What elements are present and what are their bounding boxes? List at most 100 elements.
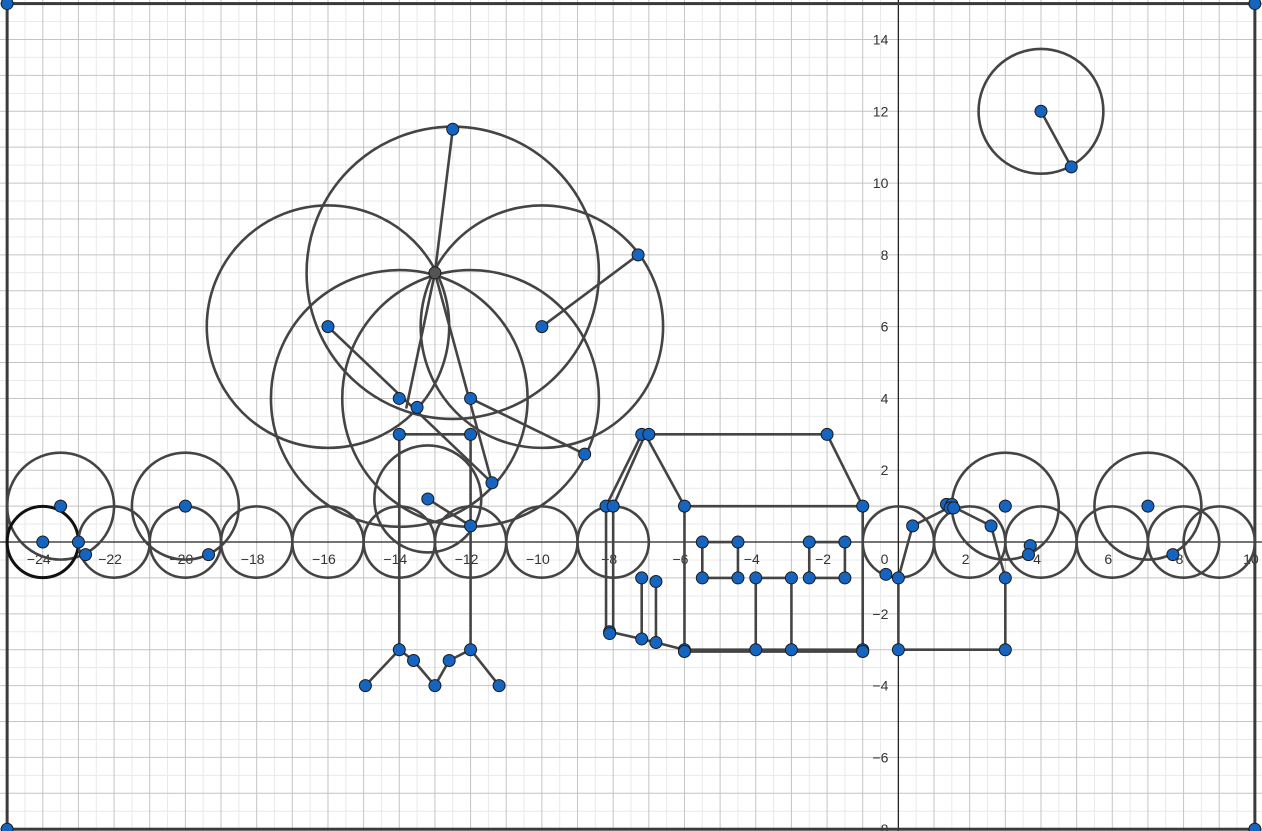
point[interactable]: [731, 571, 745, 585]
circle: [373, 444, 483, 554]
point[interactable]: [0, 0, 14, 11]
x-tick-label: −18: [241, 551, 265, 567]
y-tick-label: 6: [881, 319, 889, 335]
point[interactable]: [649, 575, 663, 589]
point[interactable]: [464, 427, 478, 441]
point[interactable]: [879, 567, 893, 581]
point[interactable]: [631, 248, 645, 262]
x-tick-label: −8: [601, 551, 617, 567]
point[interactable]: [947, 501, 961, 515]
point[interactable]: [71, 535, 85, 549]
x-tick-label: 2: [962, 551, 970, 567]
point[interactable]: [838, 571, 852, 585]
segment: [989, 524, 1007, 580]
point[interactable]: [1064, 160, 1078, 174]
point[interactable]: [410, 400, 424, 414]
point[interactable]: [677, 645, 691, 659]
point[interactable]: [202, 548, 216, 562]
point[interactable]: [1021, 548, 1035, 562]
point[interactable]: [635, 571, 649, 585]
point[interactable]: [998, 571, 1012, 585]
point[interactable]: [856, 499, 870, 513]
circles: [5, 47, 1257, 580]
point[interactable]: [749, 643, 763, 657]
point[interactable]: [485, 476, 499, 490]
point[interactable]: [695, 571, 709, 585]
point[interactable]: [984, 519, 998, 533]
point[interactable]: [695, 535, 709, 549]
y-tick-label: 10: [873, 175, 889, 191]
point[interactable]: [802, 571, 816, 585]
point[interactable]: [906, 519, 920, 533]
point[interactable]: [820, 427, 834, 441]
point[interactable]: [492, 679, 506, 693]
point[interactable]: [578, 447, 592, 461]
point[interactable]: [1141, 499, 1155, 513]
point[interactable]: [891, 571, 905, 585]
point[interactable]: [392, 391, 406, 405]
point[interactable]: [0, 822, 14, 831]
point[interactable]: [392, 643, 406, 657]
point[interactable]: [54, 499, 68, 513]
y-tick-label: −8: [872, 821, 888, 831]
point[interactable]: [603, 627, 617, 641]
point[interactable]: [1166, 548, 1180, 562]
circle: [1146, 505, 1221, 579]
point[interactable]: [998, 643, 1012, 657]
point[interactable]: [802, 535, 816, 549]
point[interactable]: [749, 571, 763, 585]
point[interactable]: [635, 632, 649, 646]
point[interactable]: [392, 427, 406, 441]
point[interactable]: [407, 653, 421, 667]
circle: [977, 47, 1105, 175]
point[interactable]: [642, 427, 656, 441]
point[interactable]: [358, 679, 372, 693]
point[interactable]: [649, 636, 663, 650]
point[interactable]: [428, 679, 442, 693]
circle: [1182, 505, 1257, 579]
y-tick-label: 14: [873, 31, 889, 47]
point[interactable]: [442, 653, 456, 667]
segment: [643, 433, 686, 508]
y-tick-label: −2: [872, 606, 888, 622]
center-point[interactable]: [428, 266, 442, 280]
segment: [897, 524, 914, 580]
point[interactable]: [606, 499, 620, 513]
point[interactable]: [535, 320, 549, 334]
y-tick-label: −4: [872, 678, 888, 694]
frame-rect: [5, 2, 1257, 831]
point[interactable]: [731, 535, 745, 549]
x-tick-label: −6: [672, 551, 688, 567]
point[interactable]: [1248, 0, 1262, 11]
segment: [433, 271, 494, 485]
x-tick-label: −24: [27, 551, 51, 567]
y-tick-label: 2: [881, 462, 889, 478]
point[interactable]: [1248, 822, 1262, 831]
point[interactable]: [856, 645, 870, 659]
point[interactable]: [446, 122, 460, 136]
point[interactable]: [464, 391, 478, 405]
point[interactable]: [1034, 104, 1048, 118]
point[interactable]: [677, 499, 691, 513]
point[interactable]: [178, 499, 192, 513]
point[interactable]: [321, 320, 335, 334]
point[interactable]: [79, 548, 93, 562]
point[interactable]: [784, 643, 798, 657]
point[interactable]: [784, 571, 798, 585]
point[interactable]: [998, 499, 1012, 513]
point[interactable]: [421, 492, 435, 506]
point[interactable]: [464, 519, 478, 533]
point[interactable]: [36, 535, 50, 549]
circle: [130, 451, 241, 561]
y-tick-label: 12: [873, 103, 889, 119]
point[interactable]: [838, 535, 852, 549]
segment: [604, 433, 643, 508]
circle: [1093, 451, 1203, 561]
segment: [540, 253, 640, 328]
x-tick-label: −4: [744, 551, 760, 567]
point[interactable]: [891, 643, 905, 657]
point[interactable]: [464, 643, 478, 657]
